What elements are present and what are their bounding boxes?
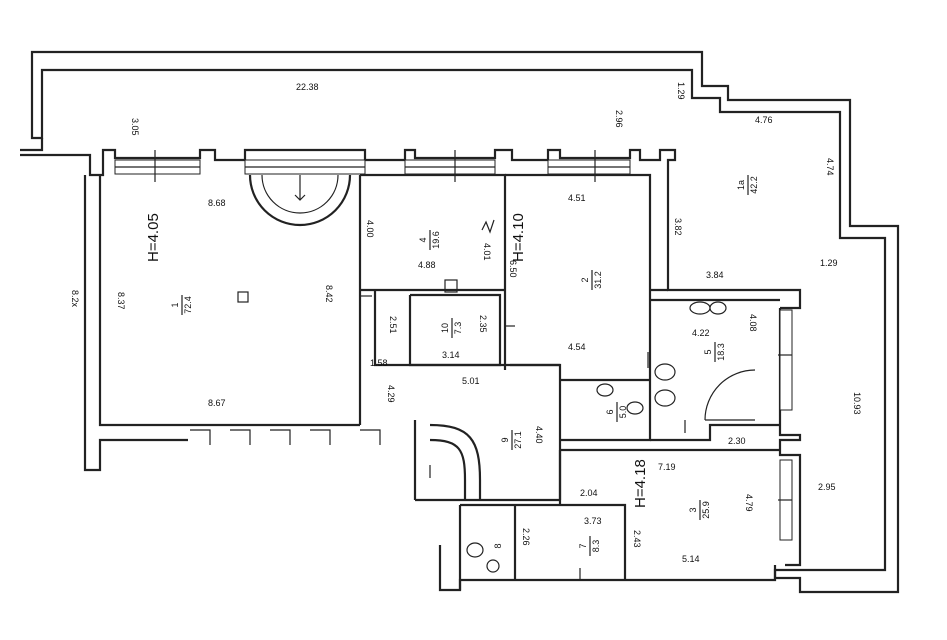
room-2-area: 31.2 bbox=[593, 271, 603, 289]
room-7-area: 8.3 bbox=[591, 540, 601, 553]
room-5-area: 18.3 bbox=[716, 343, 726, 361]
room-1-area: 72.4 bbox=[183, 296, 193, 314]
dim-4-88: 4.88 bbox=[418, 260, 436, 270]
room-6-area: 5.0 bbox=[618, 406, 628, 419]
room-9-label: 9 27.1 bbox=[500, 430, 523, 450]
dim-2-96: 2.96 bbox=[614, 110, 624, 128]
room-10-id: 10 bbox=[440, 323, 450, 333]
height-label-1: H=4.05 bbox=[145, 213, 162, 262]
room-7-id: 7 bbox=[578, 543, 588, 548]
dim-4-29: 4.29 bbox=[386, 385, 396, 403]
dim-22-38: 22.38 bbox=[296, 82, 319, 92]
dim-5-01: 5.01 bbox=[462, 376, 480, 386]
room-1a-label: 1a 42.2 bbox=[736, 175, 759, 195]
door-swing-5 bbox=[704, 369, 756, 421]
dim-3-05: 3.05 bbox=[130, 118, 140, 136]
room-10-area: 7.3 bbox=[453, 322, 463, 335]
dim-2-04: 2.04 bbox=[580, 488, 598, 498]
dim-7-19: 7.19 bbox=[658, 462, 676, 472]
dim-6-50: 6.50 bbox=[508, 260, 518, 278]
room-5-id: 5 bbox=[703, 349, 713, 354]
room-8-id: 8 bbox=[493, 543, 503, 548]
window-row bbox=[114, 150, 631, 182]
bay-window bbox=[248, 174, 352, 227]
dim-8-67: 8.67 bbox=[208, 398, 226, 408]
door-marks bbox=[360, 295, 792, 580]
dim-2-30: 2.30 bbox=[728, 436, 746, 446]
dim-8-2x: 8.2x bbox=[70, 290, 80, 308]
height-label-3: H=4.18 bbox=[632, 459, 649, 508]
dim-4-74: 4.74 bbox=[825, 158, 835, 176]
room-2-id: 2 bbox=[580, 277, 590, 282]
height-label-2: H=4.10 bbox=[510, 213, 527, 262]
dim-1-58: 1.58 bbox=[370, 358, 388, 368]
dim-2-95: 2.95 bbox=[818, 482, 836, 492]
dim-10-93: 10.93 bbox=[852, 392, 862, 415]
room-4-label: 4 19.6 bbox=[418, 230, 441, 250]
room-1a-id: 1a bbox=[736, 180, 746, 190]
dim-2-26: 2.26 bbox=[521, 528, 531, 546]
interior-walls bbox=[358, 173, 780, 580]
dim-4-08: 4.08 bbox=[748, 314, 758, 332]
right-windows bbox=[779, 309, 793, 541]
room-6-id: 6 bbox=[605, 409, 615, 414]
dim-4-01: 4.01 bbox=[482, 243, 492, 261]
room-7-label: 7 8.3 bbox=[578, 536, 601, 556]
dim-8-42: 8.42 bbox=[324, 285, 334, 303]
room-1-label: 1 72.4 bbox=[170, 295, 193, 315]
dim-2-35: 2.35 bbox=[478, 315, 488, 333]
room-3-area: 25.9 bbox=[701, 501, 711, 519]
dim-2-43: 2.43 bbox=[632, 530, 642, 548]
room-3-label: 3 25.9 bbox=[688, 500, 711, 520]
room-9-id: 9 bbox=[500, 437, 510, 442]
dim-2-51: 2.51 bbox=[388, 316, 398, 334]
dim-5-14: 5.14 bbox=[682, 554, 700, 564]
room-8-label: 8 bbox=[493, 543, 503, 548]
dim-3-84: 3.84 bbox=[706, 270, 724, 280]
dim-8-37: 8.37 bbox=[116, 292, 126, 310]
dim-4-79: 4.79 bbox=[744, 494, 754, 512]
dim-1-29a: 1.29 bbox=[676, 82, 686, 100]
dim-8-68: 8.68 bbox=[208, 198, 226, 208]
dim-4-54: 4.54 bbox=[568, 342, 586, 352]
room-4-id: 4 bbox=[418, 237, 428, 242]
outer-walls bbox=[20, 50, 900, 594]
dim-3-14: 3.14 bbox=[442, 350, 460, 360]
dim-3-73: 3.73 bbox=[584, 516, 602, 526]
room-3-id: 3 bbox=[688, 507, 698, 512]
dim-4-22: 4.22 bbox=[692, 328, 710, 338]
dim-4-00: 4.00 bbox=[365, 220, 375, 238]
dim-4-51: 4.51 bbox=[568, 193, 586, 203]
room-9-area: 27.1 bbox=[513, 431, 523, 449]
dim-4-76: 4.76 bbox=[755, 115, 773, 125]
dim-1-29b: 1.29 bbox=[820, 258, 838, 268]
room-4-area: 19.6 bbox=[431, 231, 441, 249]
radiator-niches bbox=[190, 429, 381, 445]
room-5-label: 5 18.3 bbox=[703, 342, 726, 362]
room-10-label: 10 7.3 bbox=[440, 318, 463, 338]
dim-3-82: 3.82 bbox=[673, 218, 683, 236]
room-2-label: 2 31.2 bbox=[580, 270, 603, 290]
bathroom-fixtures bbox=[237, 219, 727, 573]
room-6-label: 6 5.0 bbox=[605, 402, 628, 422]
curved-corridor bbox=[429, 423, 482, 500]
dim-4-40: 4.40 bbox=[534, 426, 544, 444]
room-1-id: 1 bbox=[170, 302, 180, 307]
room-1a-area: 42.2 bbox=[749, 176, 759, 194]
